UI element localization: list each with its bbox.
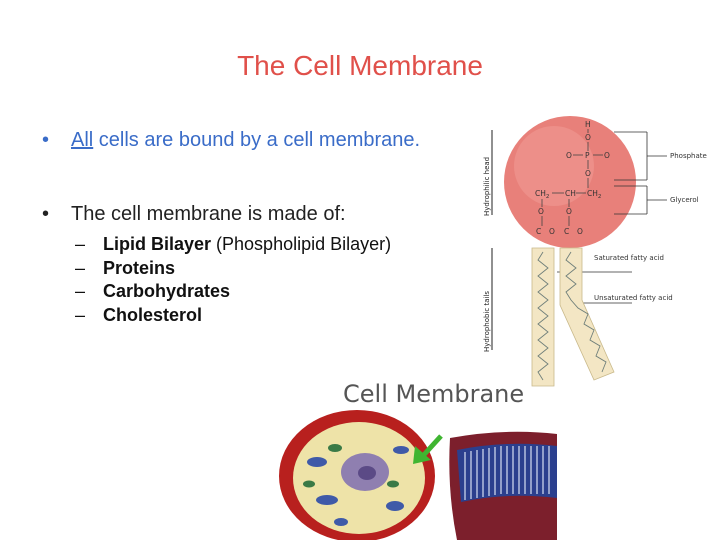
cell-mitochondria bbox=[303, 444, 399, 488]
saturated-fatty-acid-label: Saturated fatty acid bbox=[594, 254, 664, 262]
chem-ch2-left: CH2 bbox=[535, 189, 549, 200]
bullet-all-cells: All cells are bound by a cell membrane. bbox=[42, 125, 422, 155]
chem-ch2-left-sub: 2 bbox=[546, 194, 550, 200]
bullet-all-cells-text: cells are bound by a cell membrane. bbox=[93, 129, 421, 151]
component-item-proteins: Proteins bbox=[75, 257, 393, 281]
cell-nucleolus bbox=[358, 466, 376, 480]
hydrophilic-head-label: Hydrophilic head bbox=[483, 157, 491, 216]
hydrophobic-tails-label: Hydrophobic tails bbox=[483, 291, 491, 352]
component-item-carbohydrates: Carbohydrates bbox=[75, 280, 393, 304]
component-carbohydrates: Carbohydrates bbox=[103, 281, 231, 301]
bullet-made-of-text: The cell membrane is made of: bbox=[71, 203, 346, 225]
component-item-cholesterol: Cholesterol bbox=[75, 304, 393, 328]
component-cholesterol: Cholesterol bbox=[103, 304, 203, 325]
chem-o-top: O bbox=[585, 133, 591, 142]
chem-o-m2: O bbox=[566, 207, 572, 216]
chem-ch2-right: CH2 bbox=[587, 189, 601, 200]
phosphate-label: Phosphate bbox=[670, 152, 707, 160]
cell-membrane-illustration bbox=[279, 410, 557, 540]
membrane-stripes bbox=[464, 446, 550, 500]
chem-o-left: O bbox=[566, 151, 572, 160]
unsaturated-fatty-acid-label: Unsaturated fatty acid bbox=[594, 294, 673, 302]
slide-title: The Cell Membrane bbox=[237, 50, 483, 81]
chem-ch2-right-base: CH bbox=[587, 189, 598, 198]
chem-ch2-left-base: CH bbox=[535, 189, 546, 198]
saturated-label-text: Saturated fatty acid bbox=[594, 254, 664, 262]
phospholipid-head-highlight bbox=[514, 126, 594, 206]
bullet-list: All cells are bound by a cell membrane. … bbox=[42, 125, 422, 327]
chem-ch: CH bbox=[565, 189, 576, 198]
component-labels: Phosphate Glycerol Saturated fatty acid … bbox=[594, 152, 707, 302]
unsaturated-label-text: Unsaturated fatty acid bbox=[594, 294, 673, 302]
chem-o-l3: O bbox=[549, 227, 555, 236]
chem-o-r3: O bbox=[577, 227, 583, 236]
component-lipid-bilayer-note: (Phospholipid Bilayer) bbox=[211, 234, 392, 254]
chem-o-mid: O bbox=[585, 169, 591, 178]
saturated-tail bbox=[531, 247, 555, 387]
bullet-made-of: The cell membrane is made of: bbox=[42, 199, 422, 229]
cell-membrane-caption: Cell Membrane bbox=[343, 380, 525, 408]
unsaturated-tail bbox=[559, 247, 615, 381]
pointer-arrow-icon bbox=[413, 434, 443, 464]
component-proteins: Proteins bbox=[103, 257, 176, 278]
head-chemistry: H O O P O O CH2 CH CH2 O O C O C O bbox=[535, 120, 610, 236]
chem-h: H bbox=[585, 120, 591, 129]
glycerol-label: Glycerol bbox=[670, 196, 699, 204]
chem-c-l: C bbox=[536, 227, 541, 236]
chem-p: P bbox=[585, 151, 590, 160]
cell-organelles bbox=[307, 446, 409, 526]
chem-c-r: C bbox=[564, 227, 569, 236]
bond-lines bbox=[541, 129, 603, 226]
component-lipid-bilayer-bold: Lipid Bilayer bbox=[103, 234, 212, 254]
phospholipid-diagram: Hydrophilic head Hydrophobic tails H O O… bbox=[483, 116, 707, 387]
unsaturated-zigzag bbox=[565, 251, 607, 373]
component-item-lipid-bilayer: Lipid Bilayer (Phospholipid Bilayer) bbox=[75, 233, 393, 257]
chem-o-right: O bbox=[604, 151, 610, 160]
saturated-zigzag bbox=[537, 251, 549, 381]
emphasis-all: All bbox=[71, 129, 94, 151]
component-list: Lipid Bilayer (Phospholipid Bilayer) Pro… bbox=[42, 233, 422, 327]
chem-o-l2: O bbox=[538, 207, 544, 216]
chem-ch2-right-sub: 2 bbox=[598, 194, 602, 200]
